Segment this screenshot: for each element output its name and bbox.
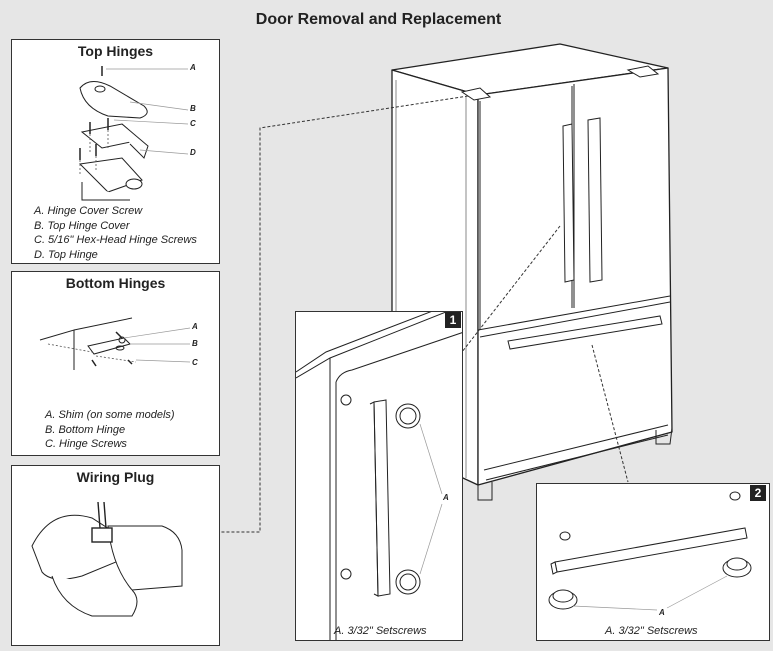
top-hinge-callout-b: B <box>190 104 196 113</box>
step1-caption: A. 3/32" Setscrews <box>334 625 427 637</box>
bottom-hinges-title: Bottom Hinges <box>65 275 166 291</box>
top-hinge-callout-a: A <box>190 63 196 72</box>
legend-item: A. Shim (on some models) <box>45 409 175 421</box>
top-hinges-panel: Top Hinges <box>11 39 220 264</box>
step2-callout-a: A <box>659 608 665 617</box>
drawer-handle-drawing <box>548 491 752 611</box>
bottom-hinge-callout-a: A <box>192 322 198 331</box>
bottom-hinge-drawing <box>39 317 191 370</box>
wiring-plug-drawing <box>31 501 183 617</box>
step2-badge: 2 <box>750 485 766 501</box>
step1-panel: A A. 3/32" Setscrews <box>295 311 463 641</box>
top-hinges-title: Top Hinges <box>77 43 154 59</box>
legend-item: B. Bottom Hinge <box>45 423 126 436</box>
legend-item: D. Top Hinge <box>34 248 98 261</box>
vertical-handle-drawing <box>296 312 462 640</box>
step1-callout-a: A <box>443 493 449 502</box>
top-hinges-legend: A. Hinge Cover Screw B. Top Hinge Cover … <box>34 204 197 262</box>
wiring-plug-panel: Wiring Plug <box>11 465 220 646</box>
bottom-hinge-callout-b: B <box>192 339 198 348</box>
bottom-hinges-panel: Bottom Hinges A B C A. Shim (on some mod… <box>11 271 220 456</box>
page-title: Door Removal and Replacement <box>255 11 502 28</box>
top-hinge-callout-d: D <box>190 148 196 157</box>
step2-caption: A. 3/32" Setscrews <box>605 625 698 637</box>
top-hinge-drawing <box>78 66 189 201</box>
bottom-hinges-legend: A. Shim (on some models) B. Bottom Hinge… <box>45 408 175 452</box>
legend-item: A. Hinge Cover Screw <box>34 205 143 217</box>
legend-item: C. Hinge Screws <box>45 438 127 450</box>
bottom-hinge-callout-c: C <box>192 358 198 367</box>
wiring-plug-title: Wiring Plug <box>76 469 155 485</box>
legend-item: B. Top Hinge Cover <box>34 219 130 232</box>
top-hinge-callout-c: C <box>190 119 196 128</box>
step1-badge: 1 <box>445 312 461 328</box>
legend-item: C. 5/16" Hex-Head Hinge Screws <box>34 234 197 246</box>
step2-panel: A A. 3/32" Setscrews <box>536 483 770 641</box>
